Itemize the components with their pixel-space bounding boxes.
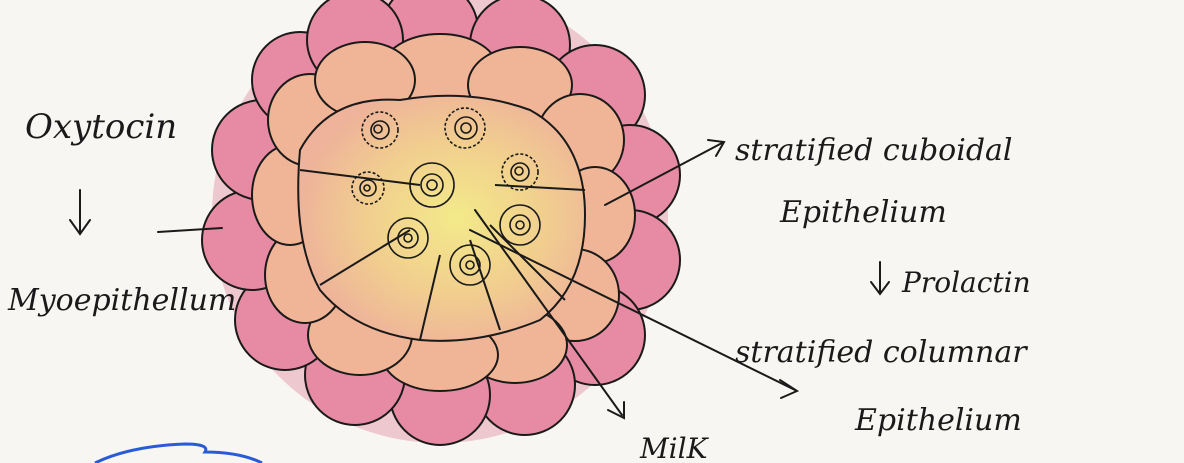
label-myoepithelium: Myoepithellum xyxy=(7,283,236,318)
label-oxytocin: Oxytocin xyxy=(25,107,177,147)
label-stratified-cuboidal: stratified cuboidal xyxy=(735,133,1013,168)
label-milk: MilK xyxy=(639,432,710,463)
cuboidal-arrowhead xyxy=(708,140,724,156)
blue-scribble xyxy=(95,444,262,463)
label-prolactin: Prolactin xyxy=(901,266,1031,299)
label-stratified-columnar: stratified columnar xyxy=(735,335,1028,370)
columnar-arrowhead xyxy=(780,380,797,398)
label-cuboidal-epithelium: Epithelium xyxy=(779,195,947,230)
label-columnar-epithelium: Epithelium xyxy=(854,403,1022,438)
